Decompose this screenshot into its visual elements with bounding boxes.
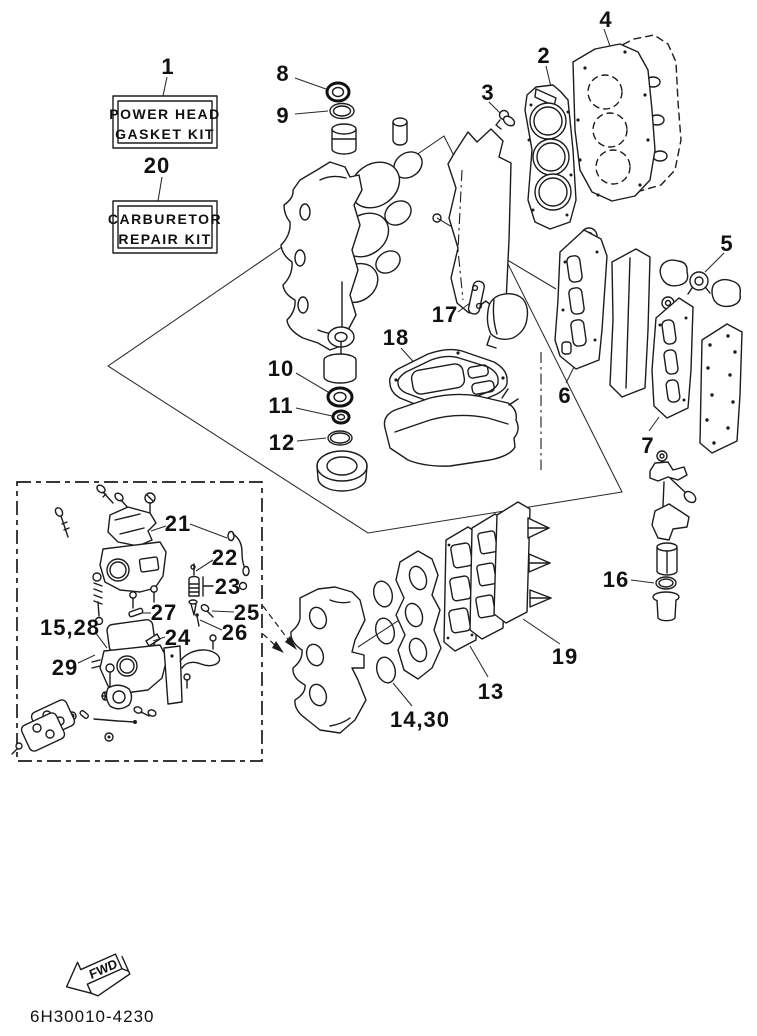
label-5: 5 — [720, 231, 733, 256]
crank-journal-cylinder — [331, 123, 357, 155]
label-21: 21 — [165, 511, 191, 536]
part-3-bolt — [488, 101, 516, 130]
label-1: 1 — [161, 54, 174, 79]
part-8-bearing — [294, 77, 351, 103]
carb-mixture-screw — [92, 572, 104, 626]
part-6-exhaust-gasket — [554, 227, 608, 384]
seal-column — [323, 281, 357, 384]
kit1-line2: GASKET KIT — [115, 126, 215, 142]
kit2-line1: CARBURETOR — [108, 211, 222, 227]
fwd-arrow-label: FWD — [87, 956, 119, 982]
label-17: 17 — [432, 302, 458, 327]
carburetor-repair-kit-box: CARBURETOR REPAIR KIT — [108, 176, 222, 254]
label-8: 8 — [276, 61, 289, 86]
label-23: 23 — [215, 574, 241, 599]
part-17-anode-cover — [457, 280, 529, 349]
label-4: 4 — [599, 7, 612, 32]
carb-jet-column — [188, 563, 214, 616]
carb-screw-a — [129, 591, 137, 599]
carb-label-leaders — [77, 523, 235, 664]
part-11-oil-seal — [295, 407, 351, 425]
carb-float-assembly — [163, 634, 221, 705]
part-4-head-cover-set — [572, 28, 682, 202]
label-19: 19 — [552, 644, 578, 669]
part-2-head-gasket — [524, 65, 577, 230]
carb-lower-body — [91, 644, 168, 694]
part-10-oil-seal — [295, 372, 354, 408]
label-9: 9 — [276, 103, 289, 128]
label-29: 29 — [52, 655, 78, 680]
intake-gasket-wavy — [395, 550, 442, 680]
lower-crank-seal — [316, 450, 368, 492]
part-19-reed-valve — [469, 501, 561, 645]
label-13: 13 — [478, 679, 504, 704]
label-7: 7 — [641, 433, 654, 458]
exhaust-outer-plate — [699, 323, 743, 454]
label-15-28: 15,28 — [40, 615, 100, 640]
footer-part-code: 6H30010-4230 — [30, 1007, 154, 1026]
fwd-arrow: FWD — [65, 953, 131, 997]
carb-pilot-screw — [200, 603, 214, 618]
carb-needle-valve — [195, 613, 200, 627]
label-2: 2 — [537, 43, 550, 68]
crankcase-side — [290, 586, 367, 734]
carb-screw-b — [150, 585, 158, 593]
label-25: 25 — [234, 600, 260, 625]
label-26: 26 — [222, 620, 248, 645]
carb-top-cover — [107, 506, 157, 547]
crankcase-rear-cover — [432, 128, 512, 314]
label-12: 12 — [269, 430, 295, 455]
label-24: 24 — [165, 625, 191, 650]
carb-upper-body — [99, 541, 167, 593]
label-22: 22 — [212, 545, 238, 570]
label-18: 18 — [383, 325, 409, 350]
fuel-filter-assembly — [630, 450, 697, 622]
label-27: 27 — [151, 600, 177, 625]
label-11: 11 — [268, 393, 293, 418]
kit1-line1: POWER HEAD — [109, 106, 220, 122]
label-3: 3 — [481, 80, 494, 105]
label-6: 6 — [558, 383, 571, 408]
exhaust-manifold-cover — [383, 388, 519, 467]
carb-fuel-tube — [227, 530, 250, 591]
label-20: 20 — [144, 153, 170, 178]
exhaust-inner-cover — [609, 248, 651, 398]
part-12-o-ring — [296, 430, 353, 446]
cylinder-block-left — [280, 161, 363, 351]
part-14-30-o-rings — [357, 580, 414, 707]
kit2-line2: REPAIR KIT — [118, 231, 211, 247]
carburetor-exploded-assembly — [11, 484, 250, 755]
label-14-30: 14,30 — [390, 707, 450, 732]
part-7-exhaust-gasket — [648, 296, 694, 432]
part-9-o-ring — [294, 102, 355, 120]
label-16: 16 — [603, 567, 629, 592]
part-5-thermostat — [659, 252, 742, 308]
power-head-gasket-kit-box: POWER HEAD GASKET KIT — [109, 76, 220, 149]
carb-pump-parts — [11, 663, 157, 755]
label-10: 10 — [268, 356, 294, 381]
carb-float-pin — [128, 607, 144, 618]
carburetor-kit-boundary — [16, 481, 297, 762]
